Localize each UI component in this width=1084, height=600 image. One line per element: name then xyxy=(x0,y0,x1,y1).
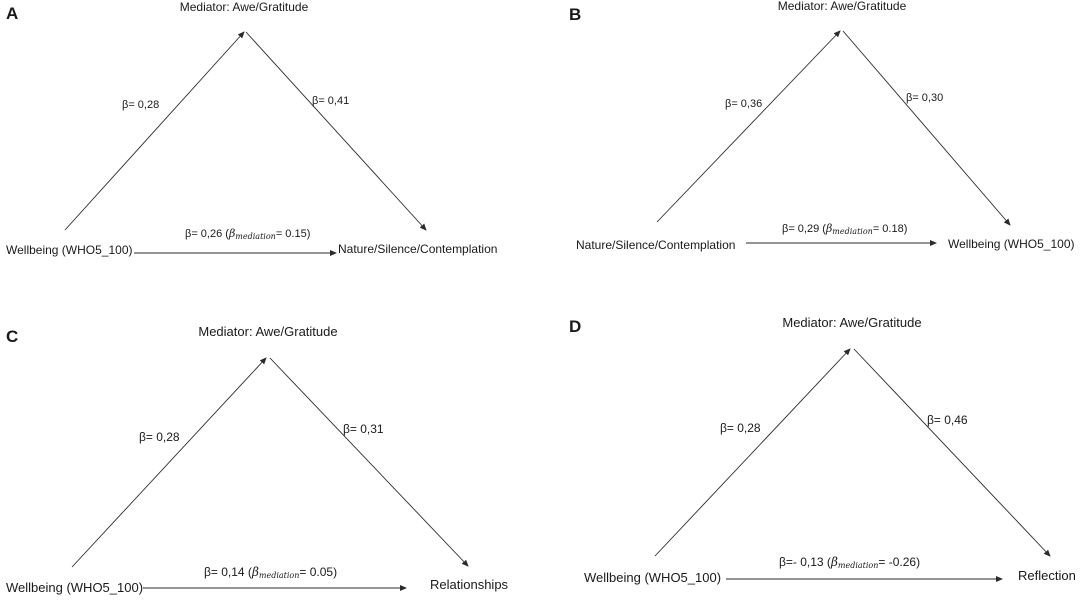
path-b-coefficient: β= 0,30 xyxy=(906,92,943,104)
path-a-arrow xyxy=(656,30,841,223)
mediator-label: Mediator: Awe/Gratitude xyxy=(180,0,309,14)
panel-d: D Mediator: Awe/Gratitude β= 0,28 β= 0,4… xyxy=(569,315,1076,585)
panel-c: C Mediator: Awe/Gratitude β= 0,28 β= 0,3… xyxy=(6,324,509,595)
path-b-arrow xyxy=(842,30,1011,226)
panel-letter: D xyxy=(569,317,581,336)
panel-a: A Mediator: Awe/Gratitude β= 0,28 β= 0,4… xyxy=(6,0,497,257)
path-b-arrow xyxy=(853,348,1051,557)
direct-path-coefficient: β=- 0,13 (βmediation= -0.26) xyxy=(779,555,920,570)
left-node-label: Nature/Silence/Contemplation xyxy=(576,238,735,252)
path-b-coefficient: β= 0,41 xyxy=(312,95,349,107)
direct-path-coefficient: β= 0,29 (βmediation= 0.18) xyxy=(782,222,907,236)
mediator-label: Mediator: Awe/Gratitude xyxy=(198,324,337,339)
path-a-coefficient: β= 0,28 xyxy=(139,430,180,444)
path-b-arrow xyxy=(269,357,469,567)
path-b-arrow xyxy=(245,31,427,231)
left-node-label: Wellbeing (WHO5_100) xyxy=(584,570,721,585)
right-node-label: Relationships xyxy=(430,577,509,592)
path-a-coefficient: β= 0,28 xyxy=(122,99,159,111)
direct-path-coefficient: β= 0,14 (βmediation= 0.05) xyxy=(204,565,337,580)
path-a-arrow xyxy=(71,357,267,568)
left-node-label: Wellbeing (WHO5_100) xyxy=(6,580,143,595)
direct-path-coefficient: β= 0,26 (βmediation= 0.15) xyxy=(185,227,310,241)
path-a-arrow xyxy=(64,31,245,231)
mediator-label: Mediator: Awe/Gratitude xyxy=(782,315,921,330)
right-node-label: Wellbeing (WHO5_100) xyxy=(948,237,1075,251)
right-node-label: Nature/Silence/Contemplation xyxy=(338,242,497,256)
path-a-coefficient: β= 0,36 xyxy=(725,98,762,110)
panel-letter: C xyxy=(6,327,18,346)
panel-letter: B xyxy=(569,5,581,24)
left-node-label: Wellbeing (WHO5_100) xyxy=(6,243,133,257)
path-b-coefficient: β= 0,46 xyxy=(927,413,968,427)
right-node-label: Reflection xyxy=(1018,568,1076,583)
path-a-coefficient: β= 0,28 xyxy=(720,421,761,435)
mediator-label: Mediator: Awe/Gratitude xyxy=(778,0,907,13)
panel-b: B Mediator: Awe/Gratitude β= 0,36 β= 0,3… xyxy=(569,0,1075,252)
panel-letter: A xyxy=(6,4,18,23)
path-b-coefficient: β= 0,31 xyxy=(343,422,384,436)
path-a-arrow xyxy=(654,348,851,557)
